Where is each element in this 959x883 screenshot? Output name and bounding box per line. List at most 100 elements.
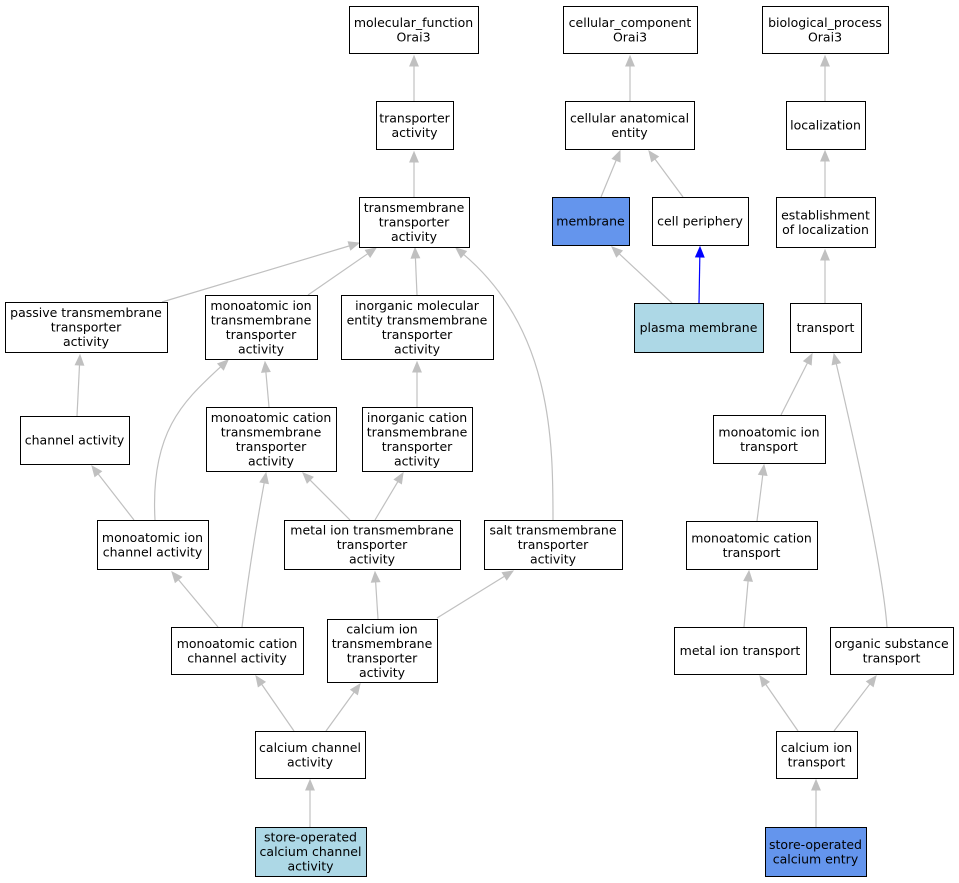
edge-arrowhead	[611, 149, 621, 163]
edge-plasma-membrane-to-cell-periphery	[694, 245, 705, 304]
node-inorganic-cation-transmembrane[interactable]: inorganic cationtransmembranetransporter…	[362, 407, 473, 472]
edge-organic-substance-transport-to-transport	[831, 352, 888, 628]
node-calcium-ion-transmembrane[interactable]: calcium iontransmembranetransporteractiv…	[327, 619, 438, 683]
node-box	[341, 295, 494, 360]
node-label-line: activity	[394, 341, 441, 356]
edge-arrowhead	[831, 352, 842, 366]
edge-calcium-channel-activity-to-monoatomic-cation-channel	[255, 674, 295, 732]
node-channel-activity[interactable]: channel activity	[20, 416, 130, 465]
edge-salt-transmembrane-to-transmembrane-transporter-activity	[455, 247, 554, 521]
node-label-line: activity	[238, 341, 285, 356]
edge-channel-activity-to-passive-transmembrane	[74, 353, 85, 417]
node-box	[376, 101, 454, 150]
node-label-line: activity	[63, 334, 110, 349]
edge-calcium-ion-transmembrane-to-metal-ion-transmembrane	[370, 570, 381, 620]
node-label-line: localization	[790, 118, 861, 133]
node-label-line: calcium ion	[781, 740, 852, 755]
node-localization[interactable]: localization	[786, 101, 866, 150]
node-box	[762, 6, 889, 54]
edge-line	[374, 481, 399, 521]
edge-calcium-ion-transmembrane-to-salt-transmembrane	[436, 570, 515, 619]
node-label-line: monoatomic cation	[177, 636, 298, 651]
edge-localization-to-biological-process	[820, 54, 830, 101]
edge-metal-ion-transmembrane-to-monoatomic-cation-transmembrane	[302, 472, 351, 521]
edge-arrowhead	[216, 359, 229, 371]
edge-arrowhead	[91, 464, 103, 478]
node-label-line: biological_process	[768, 15, 882, 30]
node-box	[776, 197, 876, 248]
edges-layer	[74, 54, 888, 827]
edge-arrowhead	[694, 245, 705, 258]
node-label-line: plasma membrane	[640, 320, 758, 335]
edge-arrowhead	[409, 150, 419, 163]
edge-monoatomic-cation-transmembrane-to-monoatomic-ion-transmembrane	[260, 360, 271, 408]
edge-line	[325, 691, 355, 732]
edge-monoatomic-cation-transport-to-monoatomic-ion-transport	[756, 463, 768, 522]
edge-arrowhead	[255, 674, 267, 688]
edge-arrowhead	[757, 463, 768, 477]
edge-monoatomic-ion-transport-to-transport	[780, 352, 813, 416]
edge-arrowhead	[501, 570, 515, 581]
node-label-line: of localization	[782, 222, 869, 237]
node-box	[776, 731, 858, 779]
edge-arrowhead	[820, 149, 830, 162]
edge-arrowhead	[455, 247, 468, 259]
node-label-line: calcium channel	[259, 740, 361, 755]
node-label-line: establishment	[781, 207, 870, 222]
edge-arrowhead	[74, 353, 85, 366]
node-box	[713, 415, 826, 464]
node-label-line: organic substance	[834, 636, 949, 651]
node-cell-periphery[interactable]: cell periphery	[652, 197, 749, 246]
edge-arrowhead	[409, 54, 419, 67]
node-box	[830, 627, 954, 675]
node-label-line: Orai3	[396, 29, 430, 44]
node-label-line: store-operated	[769, 837, 862, 852]
node-monoatomic-cation-transmembrane[interactable]: monoatomic cationtransmembranetransporte…	[206, 407, 337, 472]
node-label-line: transport	[723, 545, 781, 560]
node-label-line: transporter	[379, 215, 450, 230]
node-metal-ion-transmembrane[interactable]: metal ion transmembranetransporteractivi…	[284, 520, 461, 570]
node-label-line: transporter	[379, 110, 450, 125]
node-membrane[interactable]: membrane	[552, 197, 630, 246]
node-label-line: transporter	[226, 327, 297, 342]
node-label-line: metal ion transmembrane	[290, 523, 454, 538]
node-label-line: monoatomic ion	[718, 424, 819, 439]
node-box	[206, 407, 337, 472]
node-box	[790, 303, 862, 353]
edge-metal-ion-transport-to-monoatomic-cation-transport	[743, 569, 753, 628]
node-label-line: cellular_component	[569, 15, 692, 30]
node-label-line: inorganic cation	[367, 410, 467, 425]
node-plasma-membrane[interactable]: plasma membrane	[634, 303, 764, 353]
node-box	[362, 407, 473, 472]
node-box	[20, 416, 130, 465]
edge-cell-periphery-to-cellular-anatomical-entity	[648, 149, 684, 198]
edge-cellular-anatomical-entity-to-cellular-component	[625, 54, 635, 101]
edge-line	[414, 257, 418, 296]
node-transport[interactable]: transport	[790, 303, 862, 353]
edge-arrowhead	[302, 472, 314, 484]
node-monoatomic-ion-transmembrane[interactable]: monoatomic iontransmembranetransporterac…	[205, 295, 318, 360]
edge-line	[241, 482, 265, 628]
node-label-line: activity	[349, 552, 396, 567]
node-metal-ion-transport[interactable]: metal ion transport	[674, 627, 807, 675]
